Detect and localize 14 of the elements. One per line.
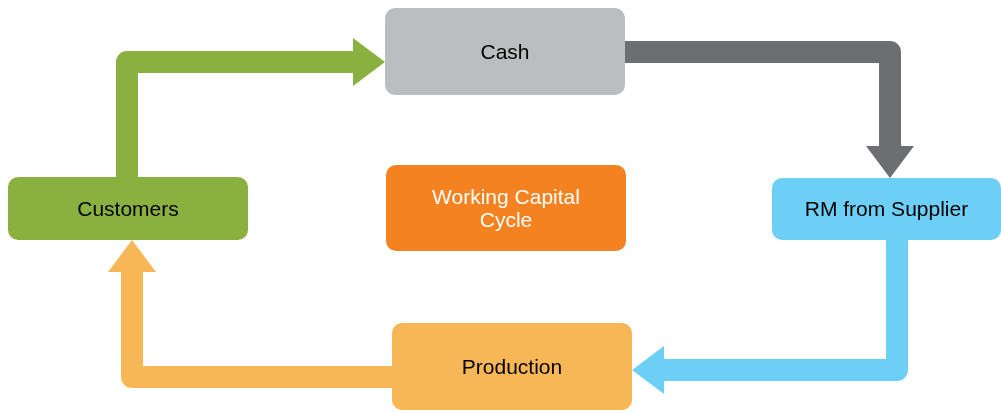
process-box <box>8 177 248 240</box>
process-box <box>385 8 625 95</box>
title-box <box>386 165 626 251</box>
node-label: RM from Supplier <box>804 197 969 221</box>
node-label: Cash <box>480 39 530 64</box>
arrow <box>116 38 385 177</box>
node-label: Working Capital Cycle <box>431 184 581 232</box>
arrow <box>108 240 392 388</box>
arrow <box>625 41 914 178</box>
process-box <box>772 178 1001 240</box>
node-label: Customers <box>77 196 179 221</box>
process-box <box>392 323 632 410</box>
node-label: Production <box>461 354 563 379</box>
arrow <box>632 240 908 394</box>
